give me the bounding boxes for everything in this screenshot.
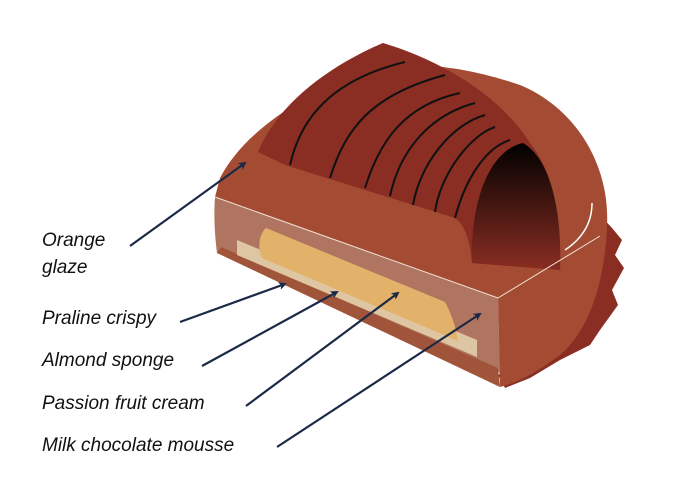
roll-curls — [289, 61, 511, 219]
arrow-praline-crispy — [179, 282, 287, 324]
label-orange-glaze: Orange glaze — [42, 229, 105, 280]
label-orange-glaze-line2: glaze — [42, 257, 88, 278]
glaze-highlight — [564, 202, 593, 251]
front-edge-highlight — [214, 196, 601, 299]
label-milk-chocolate-mousse: Milk chocolate mousse — [42, 435, 235, 456]
label-orange-glaze-line1: Orange — [42, 230, 106, 251]
label-passion-fruit-cream: Passion fruit cream — [42, 393, 205, 414]
arrow-milk-chocolate-mousse — [276, 312, 482, 448]
roll-tunnel — [471, 143, 561, 270]
label-almond-sponge: Almond sponge — [42, 350, 175, 371]
arrow-orange-glaze — [129, 161, 247, 247]
label-praline-crispy: Praline crispy — [42, 308, 157, 329]
passion-fruit-cream-layer — [259, 228, 458, 341]
arrow-almond-sponge — [201, 291, 339, 367]
base-layer — [217, 247, 500, 387]
arrow-passion-fruit-cream — [245, 291, 400, 407]
